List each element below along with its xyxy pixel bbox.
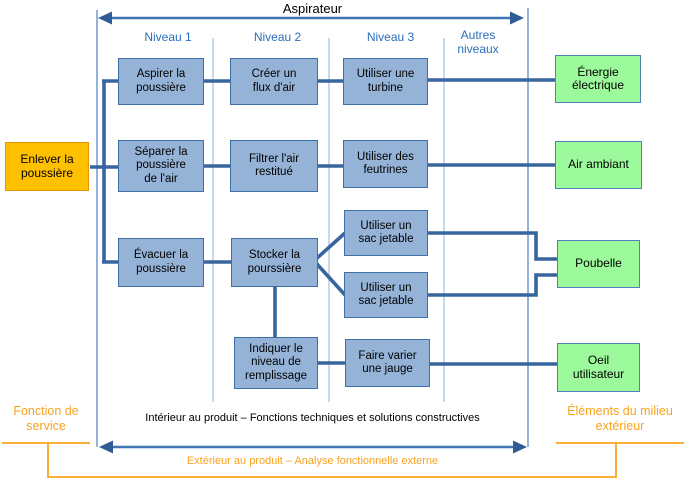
column-header-autres-niveaux: Autres niveaux xyxy=(457,28,499,56)
exterior-caption: Extérieur au produit – Analyse fonctionn… xyxy=(186,455,439,467)
external-box-oeil-utilisateur: Oeil utilisateur xyxy=(557,343,640,392)
bottom-span-arrow xyxy=(99,440,527,454)
column-header-niveau-2: Niveau 2 xyxy=(253,30,302,44)
function-box-stocker: Stocker la pourssière xyxy=(231,238,318,287)
column-header-niveau-3: Niveau 3 xyxy=(366,30,415,44)
external-analysis-bracket xyxy=(2,442,684,478)
function-box-indiquer: Indiquer le niveau de remplissage xyxy=(234,337,318,389)
function-box-sac-jetable-1: Utiliser un sac jetable xyxy=(344,210,428,256)
top-span-arrow xyxy=(98,11,524,25)
function-box-aspirer: Aspirer la poussière xyxy=(118,58,204,105)
function-box-feutrines: Utiliser des feutrines xyxy=(343,140,428,188)
function-box-turbine: Utiliser une turbine xyxy=(343,58,428,105)
function-box-separer: Séparer la poussière de l'air xyxy=(118,140,204,192)
function-box-jauge: Faire varier une jauge xyxy=(345,339,430,387)
function-box-filtrer: Filtrer l'air restitué xyxy=(230,140,318,192)
diagram-title: Aspirateur xyxy=(282,1,343,16)
external-box-energie-electrique: Énergie électrique xyxy=(555,55,641,103)
interior-caption: Intérieur au produit – Fonctions techniq… xyxy=(145,412,480,424)
external-elements-caption: Éléments du milieu extérieur xyxy=(567,404,673,433)
external-box-poubelle: Poubelle xyxy=(557,240,640,288)
external-box-air-ambiant: Air ambiant xyxy=(555,141,642,189)
service-function-caption: Fonction de service xyxy=(13,404,79,433)
connectors xyxy=(90,78,558,366)
column-header-niveau-1: Niveau 1 xyxy=(144,30,192,44)
function-box-sac-jetable-2: Utiliser un sac jetable xyxy=(344,272,428,318)
service-box-enlever-la-poussiere: Enlever la poussière xyxy=(5,142,89,191)
function-box-evacuer: Évacuer la poussière xyxy=(118,238,204,287)
function-box-creer-flux: Créer un flux d'air xyxy=(230,58,318,105)
